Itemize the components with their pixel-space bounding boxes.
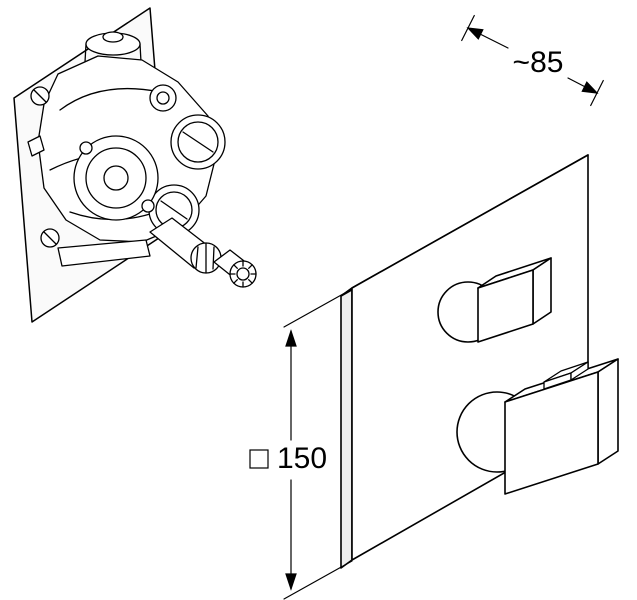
depth-dimension: ~85	[461, 14, 604, 107]
left-tab	[27, 135, 45, 157]
trim-plate-front-face	[351, 154, 589, 561]
height-arrow-top	[285, 329, 297, 347]
thermostat-cube-right-face	[532, 257, 552, 325]
trim-plate-left-edge	[340, 287, 353, 569]
depth-dimension-label: ~85	[513, 46, 564, 79]
handle-button	[543, 361, 589, 390]
height-dimension: 150	[249, 288, 353, 600]
thermostat-cube-front-face	[477, 269, 534, 343]
height-arrow-bottom	[285, 573, 297, 591]
mounting-bracket	[57, 239, 151, 267]
plate-size-label: 150	[277, 442, 327, 475]
rough-in-valve-body	[27, 31, 257, 288]
valve-top-bolt	[102, 31, 124, 43]
depth-arrow-left	[466, 27, 484, 40]
square-symbol	[249, 449, 269, 469]
thermostat-handle	[437, 257, 552, 343]
depth-arrow-right	[581, 81, 599, 94]
volume-handle	[456, 358, 619, 495]
trim-plate	[340, 154, 589, 569]
volume-cube-right-face	[597, 358, 619, 465]
